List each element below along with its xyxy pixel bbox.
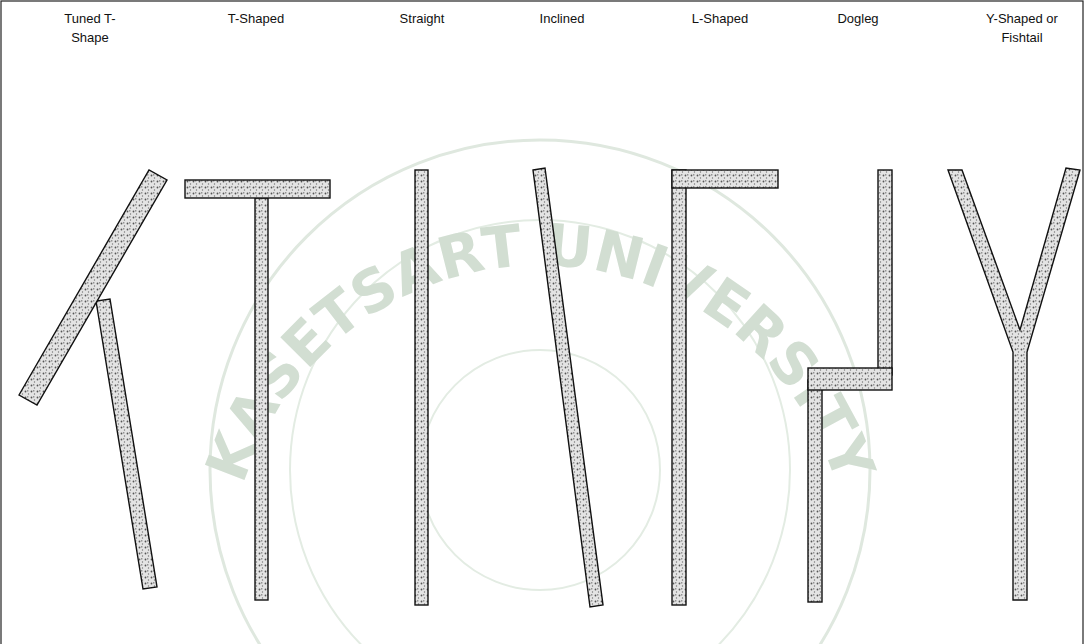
watermark-text: KASETSART UNIVERSITY [192,211,888,491]
tuned-t-stem [96,299,157,589]
t-shaped-stem [255,198,268,600]
l-shaped-head [672,170,778,188]
y-shaped-groyne [948,168,1080,600]
tuned-t-head [19,170,167,405]
dogleg-lower [808,380,822,602]
groyne-type-label: Tuned T-Shape [59,10,121,48]
t-shaped-head [185,180,330,198]
groyne-type-label: L-Shaped [665,10,775,29]
dogleg-upper [878,170,892,375]
groyne-type-label: Dogleg [808,10,908,29]
l-shaped-stem [672,170,686,605]
straight-groyne [415,170,428,605]
watermark-seal: KASETSART UNIVERSITY [192,140,888,644]
groyne-type-label: Straight [367,10,477,29]
inclined-groyne [533,168,603,607]
groyne-type-label: T-Shaped [201,10,311,29]
groyne-type-label: Y-Shaped or Fishtail [970,10,1074,48]
dogleg-offset [808,368,892,390]
groyne-type-label: Inclined [507,10,617,29]
